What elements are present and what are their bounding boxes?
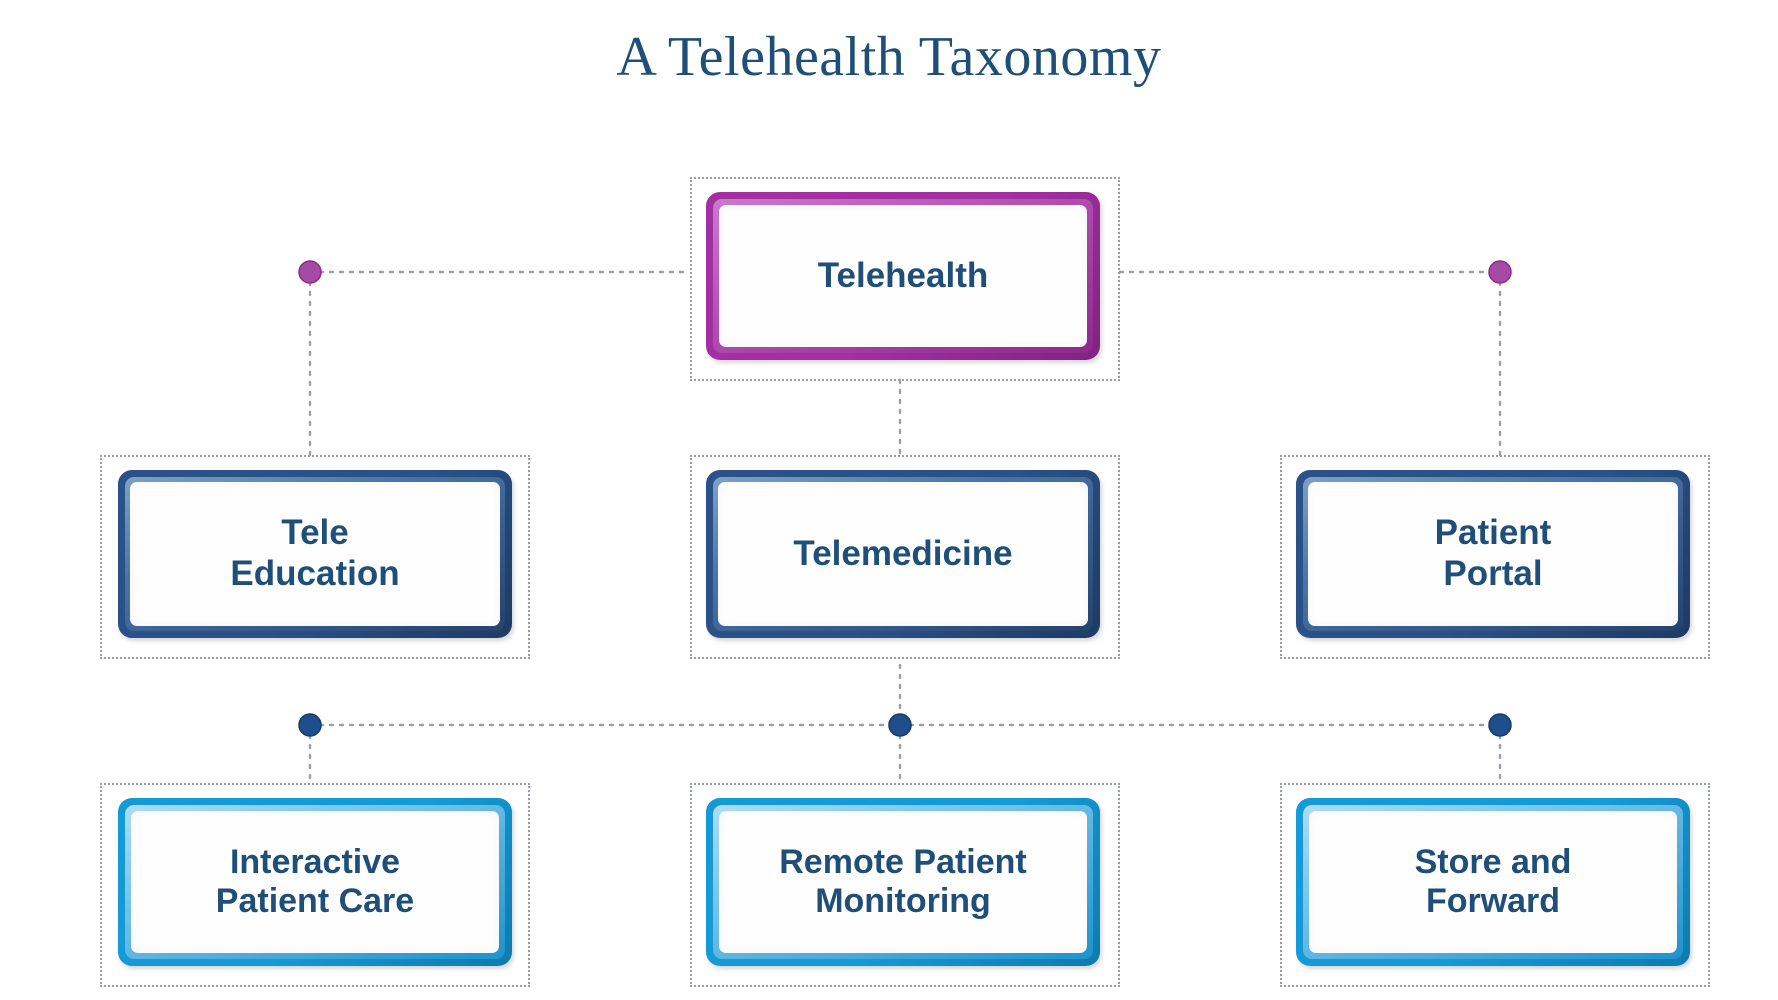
node-store-and-forward-label: Store and Forward <box>1414 842 1572 920</box>
node-remote-patient-monitoring-label: Remote Patient Monitoring <box>779 842 1027 920</box>
node-remote-patient-monitoring-face <box>719 811 1087 953</box>
node-remote-patient-monitoring[interactable]: Remote Patient Monitoring <box>706 798 1100 966</box>
group-box-telemedicine <box>690 455 1120 659</box>
node-tele-education-label: Tele Education <box>230 513 400 593</box>
group-box-interactive-patient-care <box>100 783 530 987</box>
node-patient-portal-label: Patient Portal <box>1434 513 1552 593</box>
group-box-remote-patient-monitoring <box>690 783 1120 987</box>
node-store-and-forward[interactable]: Store and Forward <box>1296 798 1690 966</box>
group-box-patient-portal <box>1280 455 1710 659</box>
node-telehealth-face <box>719 205 1087 347</box>
mid-right-junction-dot <box>1488 713 1512 737</box>
node-interactive-patient-care-label: Interactive Patient Care <box>215 842 415 920</box>
node-interactive-patient-care-face <box>131 811 499 953</box>
mid-left-junction-dot <box>298 713 322 737</box>
page-title: A Telehealth Taxonomy <box>616 26 1162 88</box>
node-telehealth-label: Telehealth <box>817 255 989 295</box>
node-telemedicine-label: Telemedicine <box>793 533 1013 573</box>
group-box-store-and-forward <box>1280 783 1710 987</box>
node-telehealth[interactable]: Telehealth <box>706 192 1100 360</box>
node-patient-portal-face <box>1308 482 1678 626</box>
root-left-junction-dot <box>298 260 322 284</box>
root-right-junction-dot <box>1488 260 1512 284</box>
mid-center-junction-dot <box>888 713 912 737</box>
group-box-tele-education <box>100 455 530 659</box>
node-tele-education[interactable]: Tele Education <box>118 470 512 638</box>
node-patient-portal[interactable]: Patient Portal <box>1296 470 1690 638</box>
node-tele-education-face <box>130 482 500 626</box>
group-box-telehealth <box>690 177 1120 381</box>
node-telemedicine[interactable]: Telemedicine <box>706 470 1100 638</box>
node-telemedicine-face <box>718 482 1088 626</box>
node-store-and-forward-face <box>1309 811 1677 953</box>
node-interactive-patient-care[interactable]: Interactive Patient Care <box>118 798 512 966</box>
